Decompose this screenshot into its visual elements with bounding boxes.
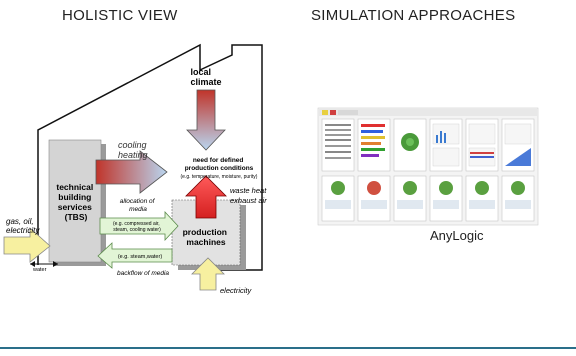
waste-heat-arrow: [185, 175, 227, 219]
compressed-label: (e.g. compressed air, steam, cooling wat…: [113, 221, 161, 233]
bottom-rule: [0, 347, 576, 349]
waste-heat-label: waste heat: [230, 186, 267, 195]
holistic-view-heading: HOLISTIC VIEW: [62, 7, 178, 24]
anylogic-screenshot: [317, 107, 539, 226]
building-outline: [37, 43, 263, 271]
heating-label: heating: [118, 150, 148, 160]
inputs-label: gas, oil, electricity: [6, 217, 40, 235]
exhaust-air-label: exhaust air: [230, 196, 267, 205]
anylogic-label: AnyLogic: [430, 228, 484, 243]
steam-water-label: (e.g. steam,water): [118, 254, 162, 260]
local-climate-arrow: [186, 89, 226, 151]
cooling-heating-arrow: [95, 150, 168, 194]
production-label: production machines: [183, 227, 230, 247]
tbs-box: [48, 139, 102, 263]
local-climate-label: local climate: [190, 67, 221, 87]
need-sub-label: (e.g. temperature, moisture, purity): [181, 174, 258, 180]
backflow-label: backflow of media: [117, 270, 169, 277]
allocation-arrow: [99, 210, 179, 242]
water-label: water: [32, 267, 47, 273]
need-title-label: need for defined production conditions: [185, 157, 254, 172]
allocation-label: allocation of media: [120, 198, 157, 213]
cooling-label: cooling: [118, 140, 147, 150]
simulation-approaches-heading: SIMULATION APPROACHES: [311, 7, 516, 24]
input-arrow: [3, 227, 51, 263]
backflow-arrow: [97, 242, 173, 269]
tbs-label: technical building services (TBS): [56, 182, 95, 222]
electricity-label: electricity: [220, 286, 253, 295]
electricity-arrow: [191, 257, 225, 291]
